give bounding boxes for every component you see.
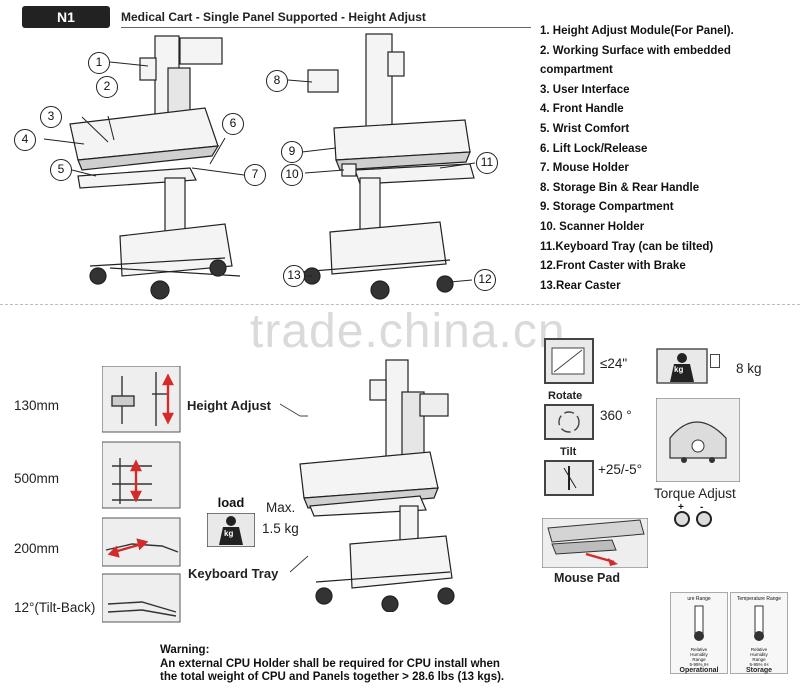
storage-chart-label-2: Humidity [750,652,768,657]
callout-7: 7 [244,164,266,186]
warning-line-2: the total weight of CPU and Panels toget… [160,671,505,684]
parts-list-item: 6. Lift Lock/Release [540,142,648,155]
torque-minus: - [700,502,704,513]
parts-list-item: 4. Front Handle [540,103,624,116]
operational-chart-label-3: Range [692,657,706,662]
storage-caption: Storage [745,667,773,674]
torque-adjust-label: Torque Adjust [654,486,736,501]
storage-chart-label-1: Relative [750,647,768,652]
label-mouse-pad: Mouse Pad [554,571,620,585]
parts-list-item: compartment [540,64,613,77]
thermometer-icon [694,605,704,641]
torque-knob-icons [674,511,712,527]
callout-3: 3 [40,106,62,128]
torque-plus: + [678,502,684,513]
callout-13: 13 [283,265,305,287]
storage-chart-label-3: Range [752,657,766,662]
parts-list: 1. Height Adjust Module(For Panel). 2. W… [540,22,796,296]
watermark: trade.china.cn [250,305,566,358]
rotate-value: 360 ° [600,408,632,423]
parts-list-item: 8. Storage Bin & Rear Handle [540,181,700,194]
operational-chart-label-1: Relative [690,647,708,652]
callout-6: 6 [222,113,244,135]
measure-500mm: 500mm [14,471,60,486]
adjustment-detail-images [102,366,181,623]
load-value: 1.5 kg [262,521,299,536]
panel-weight-badge: kg [674,365,684,374]
callout-9: 9 [281,141,303,163]
storage-chart-top-label: Temperature Range [736,596,782,602]
callout-5: 5 [50,159,72,181]
section-divider [0,304,800,305]
callout-8: 8 [266,70,288,92]
tilt-icon [544,460,594,496]
parts-list-item: 9. Storage Compartment [540,201,674,214]
tilt-title: Tilt [560,446,577,458]
measure-130mm: 130mm [14,398,60,413]
header-divider [121,27,531,28]
cart-front-view-drawing [43,33,476,300]
panel-size-value: ≤24" [600,356,628,371]
panel-outline-icon [710,354,720,368]
feature-leader-lines [279,403,309,573]
parts-list-item: 7. Mouse Holder [540,162,629,175]
operational-chart-label-2: Humidity [690,652,708,657]
parts-list-item: 3. User Interface [540,83,630,96]
parts-list-item: 12.Front Caster with Brake [540,260,686,273]
operational-chart-range: 5-95% rH [689,662,709,667]
warning-line-1: An external CPU Holder shall be required… [160,657,500,670]
cart-main-drawing [299,359,455,612]
panel-weight-icon [656,348,708,384]
load-badge: kg [224,529,234,538]
label-keyboard-tray: Keyboard Tray [188,566,279,581]
panel-weight-value: 8 kg [736,361,762,376]
load-max-label: Max. [266,500,296,515]
label-height-adjust: Height Adjust [187,398,272,413]
warning-note: Warning: An external CPU Holder shall be… [160,644,504,685]
weight-icon [207,513,255,547]
storage-bin-drawing [419,393,449,417]
parts-list-item: 11.Keyboard Tray (can be tilted) [540,240,714,253]
callout-11: 11 [476,152,498,174]
warning-title: Warning: [160,644,210,656]
callout-1: 1 [88,52,110,74]
parts-list-item: 1. Height Adjust Module(For Panel). [540,25,734,37]
parts-list-item: 13.Rear Caster [540,279,621,292]
rotate-title: Rotate [548,390,583,402]
storage-env-chart: Temperature Range Relative Humidity Rang… [730,592,788,674]
parts-list-item: 5. Wrist Comfort [540,122,630,135]
callout-4: 4 [14,129,36,151]
thermometer-icon [754,605,764,641]
tilt-value: +25/-5° [598,462,643,477]
callout-2: 2 [96,76,118,98]
measure-tilt-back: 12°(Tilt-Back) [14,600,96,615]
rotate-icon [544,404,594,440]
page-title: Medical Cart - Single Panel Supported - … [121,10,426,24]
mouse-pad-image [542,518,648,568]
operational-caption: Operational [679,667,719,674]
panel-size-icon [544,338,594,384]
operational-env-chart: ure Range Relative Humidity Range 5-95% … [670,592,728,674]
load-title: load [217,495,245,510]
operational-chart-top-label: ure Range [687,596,711,602]
model-tag: N1 [22,6,110,28]
torque-detail-image [656,398,740,482]
measure-200mm: 200mm [14,541,60,556]
callout-12: 12 [474,269,496,291]
parts-list-item: 2. Working Surface with embedded [540,44,731,57]
storage-chart-range: 5-95% rH [749,662,769,667]
parts-list-item: 10. Scanner Holder [540,220,645,233]
callout-10: 10 [281,164,303,186]
